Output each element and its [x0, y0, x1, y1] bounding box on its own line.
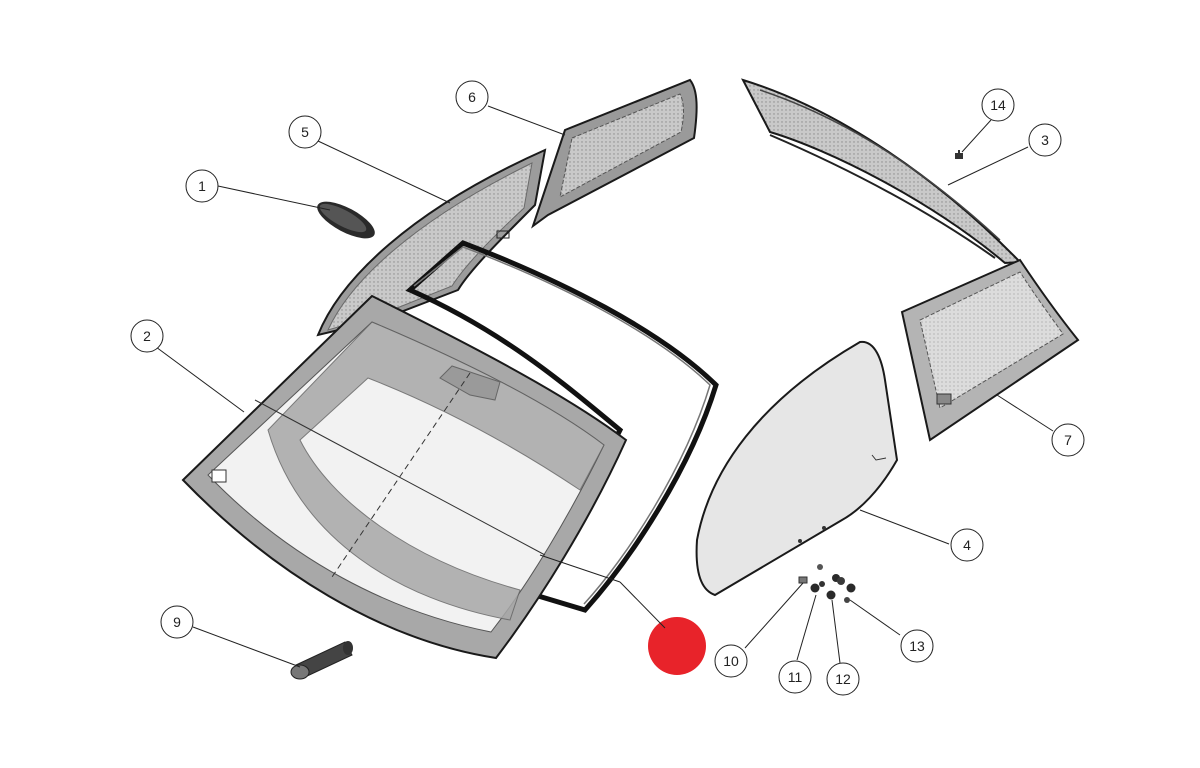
- part-5-rear-glass: [316, 148, 547, 337]
- part-4-door-glass: [695, 340, 899, 597]
- part-6-quarter-glass: [531, 78, 698, 229]
- callout-4: 4: [950, 528, 984, 562]
- svg-text:4: 4: [963, 537, 971, 553]
- parts-10-13-fasteners: [798, 564, 856, 603]
- svg-text:6: 6: [468, 89, 476, 105]
- part-1-rearview-mirror: [317, 201, 375, 239]
- svg-text:11: 11: [788, 669, 803, 685]
- leader-lines: [155, 105, 1054, 668]
- svg-text:1: 1: [198, 178, 206, 194]
- part-14-clip: [955, 150, 963, 159]
- part-3-roof-glass: [741, 78, 1023, 265]
- part-7-rear-quarter-glass: [900, 258, 1080, 442]
- callout-10: 10: [714, 644, 748, 678]
- callout-1: 1: [185, 169, 219, 203]
- callout-11: 11: [778, 660, 812, 694]
- callout-5: 5: [288, 115, 322, 149]
- svg-text:10: 10: [723, 653, 739, 669]
- svg-text:5: 5: [301, 124, 309, 140]
- callout-7: 7: [1051, 423, 1085, 457]
- svg-text:2: 2: [143, 328, 151, 344]
- svg-text:14: 14: [990, 97, 1006, 113]
- part-9-tube: [290, 641, 353, 680]
- callout-9: 9: [160, 605, 194, 639]
- callout-13: 13: [900, 629, 934, 663]
- svg-text:7: 7: [1064, 432, 1072, 448]
- svg-text:13: 13: [909, 638, 925, 654]
- callout-3: 3: [1028, 123, 1062, 157]
- callout-14: 14: [981, 88, 1015, 122]
- callout-2: 2: [130, 319, 164, 353]
- callout-12: 12: [826, 662, 860, 696]
- svg-text:12: 12: [835, 671, 851, 687]
- svg-text:3: 3: [1041, 132, 1049, 148]
- svg-text:9: 9: [173, 614, 181, 630]
- red-marker-dot: [648, 617, 706, 675]
- callout-6: 6: [455, 80, 489, 114]
- windshield-seal-gasket: [405, 240, 719, 613]
- part-2-windshield: [181, 294, 628, 660]
